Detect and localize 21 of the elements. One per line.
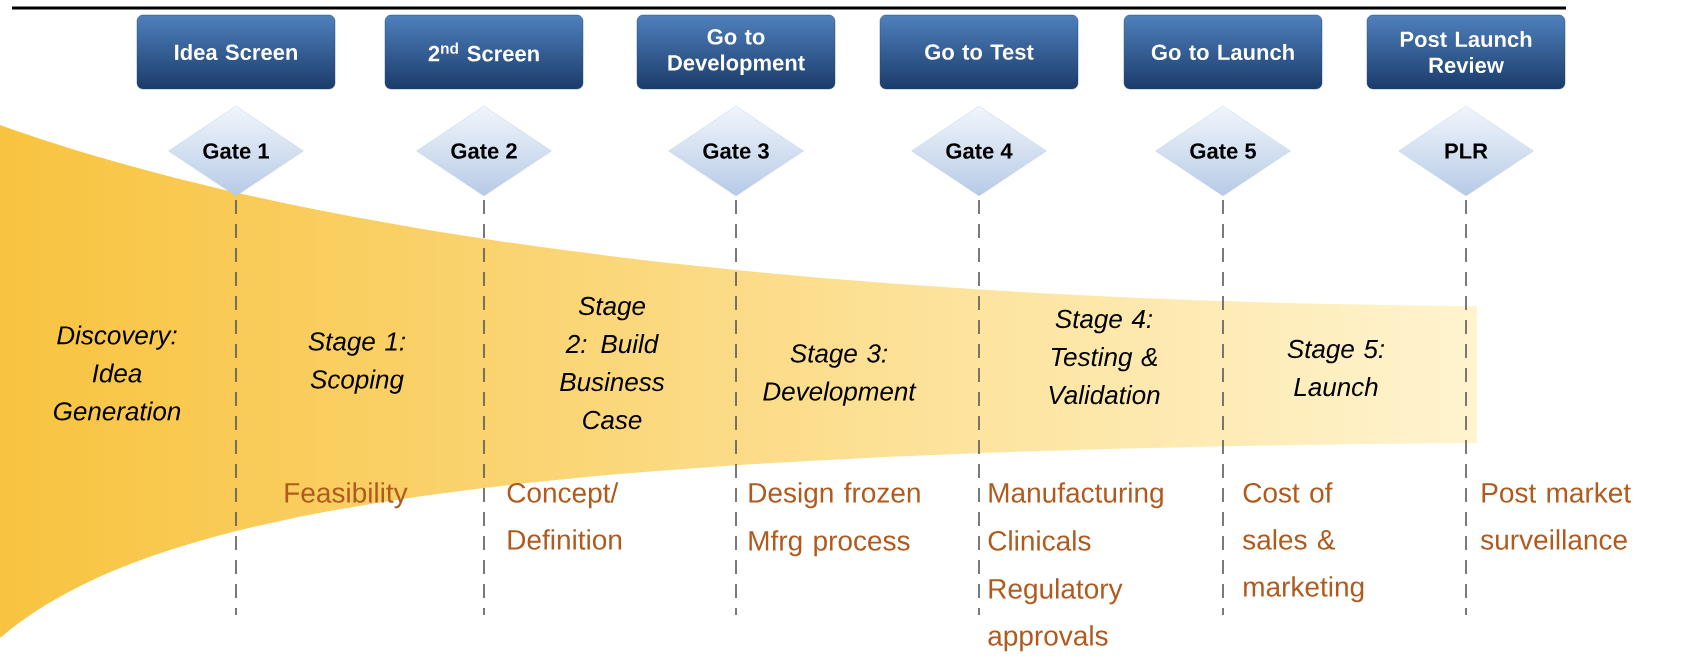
- header-box: 2$^{nd}$ Screen: [384, 14, 584, 90]
- milestone-label: Post market surveillance: [1481, 482, 1631, 550]
- milestone-label: Cost of sales & marketing: [1243, 482, 1364, 603]
- milestone-label: Design frozen: [749, 482, 920, 509]
- header-box: Go to Development: [636, 14, 836, 90]
- stage-label: Stage 4: Testing & Validation: [1049, 309, 1160, 405]
- milestone-label: Concept/ Definition: [507, 482, 622, 550]
- stage-label: Stage 1: Scoping: [308, 332, 406, 394]
- header-box: Go to Test: [879, 14, 1079, 90]
- stage-label: Discovery: Idea Generation: [53, 325, 181, 421]
- milestone-label: Mfrg process: [749, 530, 910, 557]
- stage-label: Stage 2: Build Business Case: [560, 296, 665, 430]
- header-box: Post Launch Review: [1366, 14, 1566, 90]
- stage-label: Stage 5: Launch: [1287, 339, 1385, 397]
- milestone-label: Regulatory approvals: [988, 578, 1123, 652]
- stage-label: Stage 3: Development: [763, 344, 917, 406]
- milestone-label: Clinicals: [988, 530, 1091, 551]
- header-box: Idea Screen: [136, 14, 336, 90]
- header-box: Go to Launch: [1123, 14, 1323, 90]
- milestone-label: Manufacturing: [989, 482, 1163, 509]
- milestone-label: Feasibility: [285, 482, 408, 509]
